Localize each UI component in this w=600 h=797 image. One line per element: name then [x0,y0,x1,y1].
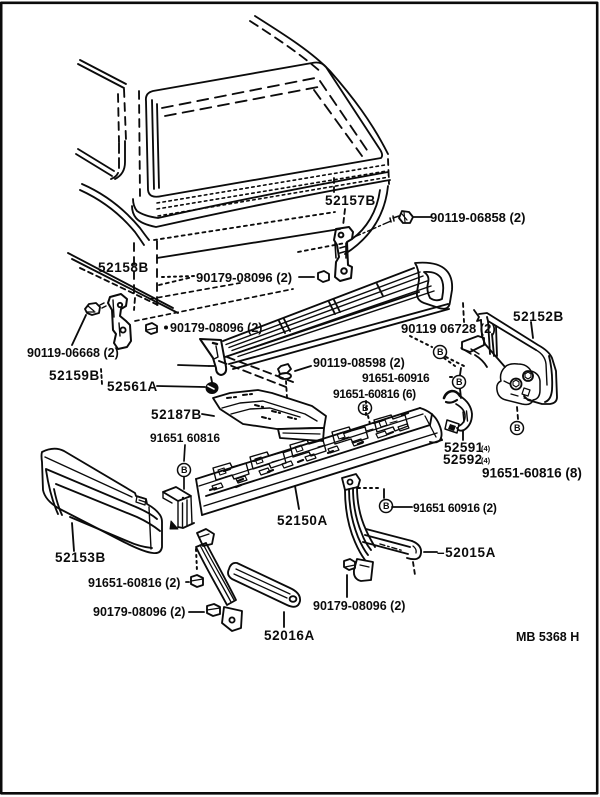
svg-text:90179-08096 (2): 90179-08096 (2) [170,321,262,335]
svg-text:MB 5368 H: MB 5368 H [516,630,579,644]
svg-text:90119 06728 (2): 90119 06728 (2) [401,321,496,336]
svg-text:(4): (4) [481,456,491,465]
svg-text:52592: 52592 [443,452,483,467]
svg-text:52561A: 52561A [107,379,158,394]
svg-text:B: B [181,465,188,475]
svg-text:B: B [514,423,521,433]
svg-text:52153B: 52153B [55,550,106,565]
svg-text:91651 60816: 91651 60816 [150,431,220,445]
svg-text:91651-60816 (2): 91651-60816 (2) [88,576,180,590]
svg-text:90119-06858 (2): 90119-06858 (2) [430,210,525,225]
svg-text:90179-08096 (2): 90179-08096 (2) [93,605,185,619]
svg-text:–52015A: –52015A [437,545,496,560]
svg-text:B: B [456,377,463,387]
svg-text:52150A: 52150A [277,513,328,528]
svg-text:52159B: 52159B [49,368,100,383]
svg-text:91651 60916 (2): 91651 60916 (2) [413,501,497,515]
svg-text:(4): (4) [481,444,491,453]
svg-text:90119-06668 (2): 90119-06668 (2) [27,346,119,360]
svg-text:52152B: 52152B [513,309,564,324]
svg-text:90179-08096 (2): 90179-08096 (2) [313,599,405,613]
svg-text:91651-60816 (6): 91651-60816 (6) [333,387,416,401]
svg-text:90179-08096 (2): 90179-08096 (2) [196,270,292,285]
svg-text:52016A: 52016A [264,628,315,643]
svg-text:52158B: 52158B [98,260,149,275]
svg-text:90119-08598 (2): 90119-08598 (2) [313,356,405,370]
svg-text:52157B: 52157B [325,193,376,208]
svg-text:B: B [362,403,369,413]
svg-text:52187B: 52187B [151,407,202,422]
svg-text:91651-60816 (8): 91651-60816 (8) [482,466,582,481]
svg-text:52591: 52591 [444,440,484,455]
svg-text:B: B [383,501,390,511]
svg-text:B: B [437,347,444,357]
svg-text:91651-60916: 91651-60916 [362,371,430,385]
